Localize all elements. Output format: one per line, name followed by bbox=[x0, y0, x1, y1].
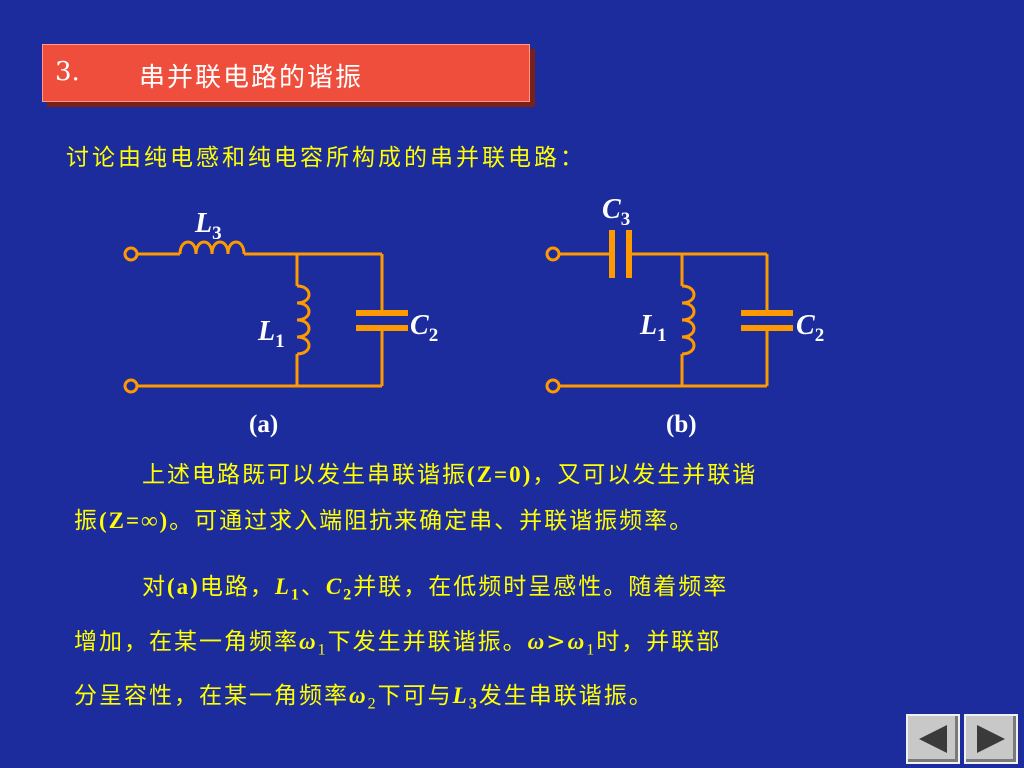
terminal-top-a bbox=[123, 246, 139, 262]
label-c2-b: C2 bbox=[796, 310, 824, 346]
label-c3: C3 bbox=[602, 194, 630, 230]
circuit-a bbox=[123, 240, 408, 394]
inductor-l1-a bbox=[296, 284, 311, 356]
next-slide-button[interactable] bbox=[964, 714, 1018, 764]
inductor-l3 bbox=[178, 240, 246, 255]
terminal-bottom-b bbox=[545, 378, 561, 394]
paragraph2-line1: 对(a)电路，L1、C2并联，在低频时呈感性。随着频率 bbox=[142, 574, 729, 604]
previous-slide-button[interactable] bbox=[906, 714, 960, 764]
paragraph-resonance-types: 上述电路既可以发生串联谐振(Z=0)，又可以发生并联谐 振(Z=∞)。可通过求入… bbox=[74, 452, 757, 544]
triangle-left-icon bbox=[919, 725, 947, 753]
label-l1-a: L1 bbox=[257, 316, 285, 352]
section-title-box: 3. 串并联电路的谐振 bbox=[42, 44, 530, 102]
label-l1-b: L1 bbox=[639, 310, 667, 346]
paragraph-circuit-a-analysis: 对(a)电路，L1、C2并联，在低频时呈感性。随着频率 增加，在某一角频率ω1下… bbox=[74, 564, 728, 728]
intro-text: 讨论由纯电感和纯电容所构成的串并联电路： bbox=[66, 145, 586, 171]
caption-a: (a) bbox=[249, 411, 278, 438]
label-l3: L3 bbox=[194, 208, 222, 244]
terminal-top-b bbox=[545, 246, 561, 262]
terminal-bottom-a bbox=[123, 378, 139, 394]
paragraph2-line3: 分呈容性，在某一角频率ω2下可与L3发生串联谐振。 bbox=[74, 683, 654, 713]
paragraph1-line2: 振(Z=∞)。可通过求入端阻抗来确定串、并联谐振频率。 bbox=[74, 508, 695, 534]
triangle-right-icon bbox=[977, 725, 1005, 753]
circuit-b bbox=[545, 230, 793, 394]
label-c2-a: C2 bbox=[410, 310, 438, 346]
inductor-l1-b bbox=[681, 284, 696, 356]
caption-b: (b) bbox=[666, 411, 697, 438]
paragraph1-line1: 上述电路既可以发生串联谐振(Z=0)，又可以发生并联谐 bbox=[142, 462, 758, 488]
paragraph2-line2: 增加，在某一角频率ω1下发生并联谐振。ω>ω1时，并联部 bbox=[74, 628, 722, 659]
section-number: 3. bbox=[55, 57, 80, 87]
section-title: 串并联电路的谐振 bbox=[139, 63, 364, 93]
